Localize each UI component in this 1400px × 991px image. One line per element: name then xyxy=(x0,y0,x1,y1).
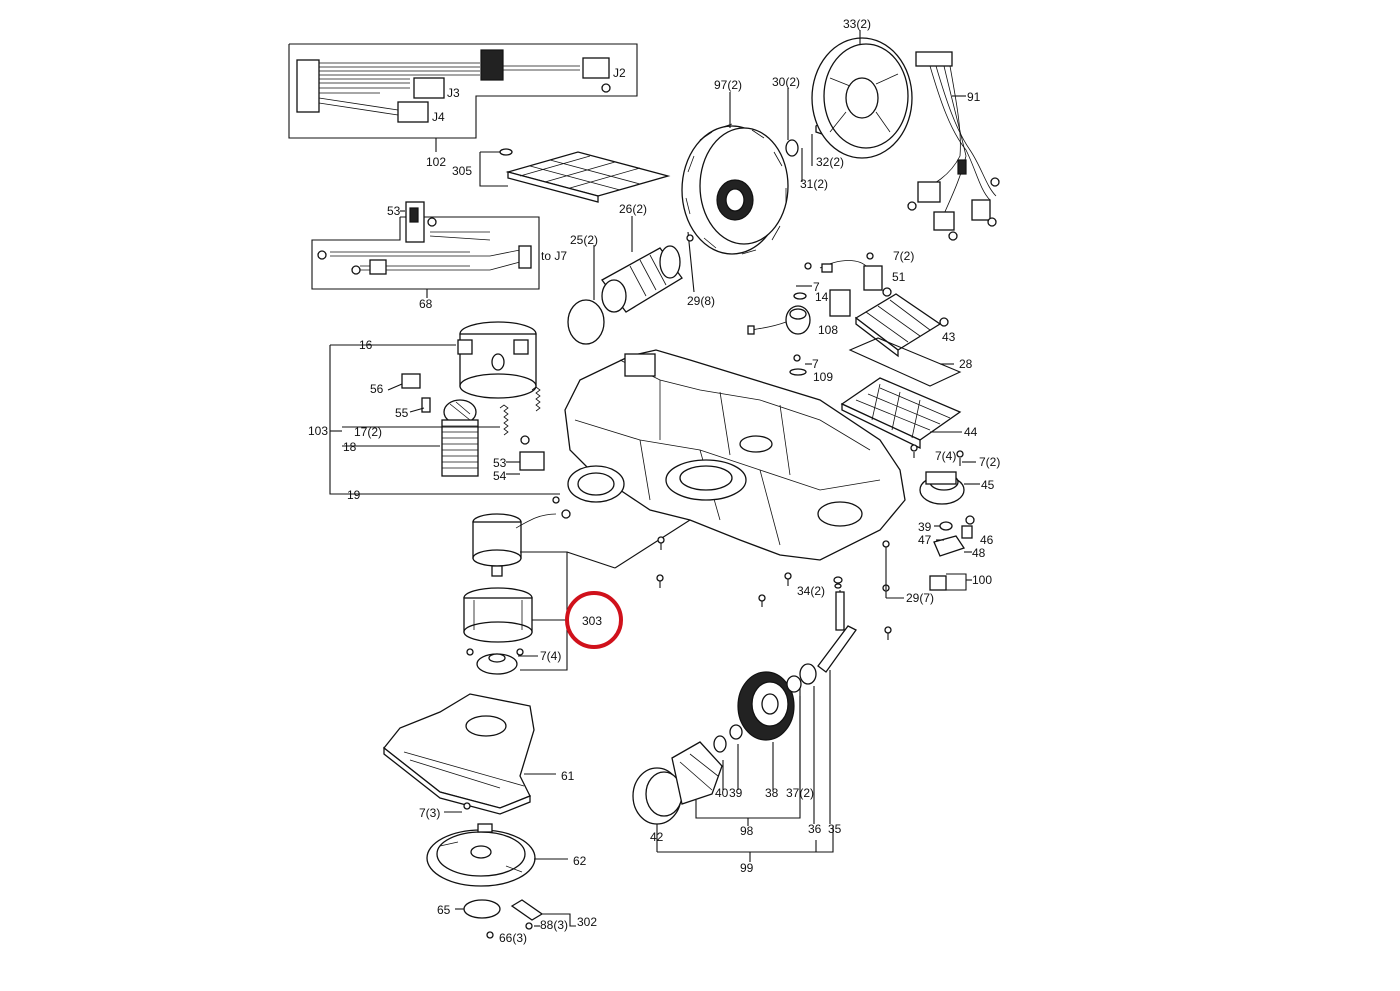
label-44: 44 xyxy=(964,425,978,439)
label-48: 48 xyxy=(972,546,986,560)
hub-cap-33 xyxy=(811,30,913,159)
label-7-d: 7(4) xyxy=(935,449,956,463)
label-53-top: 53 xyxy=(387,204,401,218)
height-motor-303 xyxy=(463,513,691,675)
label-108: 108 xyxy=(818,323,838,337)
label-7-c: 7 xyxy=(812,357,819,371)
label-J2: J2 xyxy=(613,66,626,80)
label-43: 43 xyxy=(942,330,956,344)
label-97: 97(2) xyxy=(714,78,742,92)
label-7-b: 7 xyxy=(813,280,820,294)
blade-guard-61 xyxy=(383,693,556,815)
label-102: 102 xyxy=(426,155,446,169)
label-33: 33(2) xyxy=(843,17,871,31)
label-98: 98 xyxy=(740,824,754,838)
gasket-28 xyxy=(848,337,962,387)
height-adjust-parts xyxy=(747,252,892,376)
label-35: 35 xyxy=(828,822,842,836)
screws xyxy=(656,536,904,640)
label-28: 28 xyxy=(959,357,973,371)
label-14: 14 xyxy=(815,290,829,304)
label-56: 56 xyxy=(370,382,384,396)
chassis xyxy=(564,349,906,561)
label-16: 16 xyxy=(359,338,373,352)
drive-motor-26 xyxy=(567,216,695,345)
label-39-front: 39 xyxy=(729,786,743,800)
label-45: 45 xyxy=(981,478,995,492)
label-39-right: 39 xyxy=(918,520,932,534)
label-42: 42 xyxy=(650,830,664,844)
callout-labels: 33(2) 97(2) 30(2) 32(2) 31(2) 91 102 305… xyxy=(308,17,1000,945)
label-37: 37(2) xyxy=(786,786,814,800)
label-51: 51 xyxy=(892,270,906,284)
label-103: 103 xyxy=(308,424,328,438)
label-26: 26(2) xyxy=(619,202,647,216)
label-7-a: 7(2) xyxy=(893,249,914,263)
label-305: 305 xyxy=(452,164,472,178)
label-34: 34(2) xyxy=(797,584,825,598)
label-66: 66(3) xyxy=(499,931,527,945)
highlight-303-circle xyxy=(565,591,623,649)
label-30: 30(2) xyxy=(772,75,800,89)
battery-cover-44 xyxy=(840,377,962,450)
label-62: 62 xyxy=(573,854,587,868)
label-99: 99 xyxy=(740,861,754,875)
label-7-f: 7(4) xyxy=(540,649,561,663)
blade-disc-62 xyxy=(426,823,576,939)
label-303: 303 xyxy=(582,614,602,628)
label-29-top: 29(8) xyxy=(687,294,715,308)
label-302: 302 xyxy=(577,915,597,929)
label-65: 65 xyxy=(437,903,451,917)
label-54: 54 xyxy=(493,469,507,483)
label-25: 25(2) xyxy=(570,233,598,247)
label-18: 18 xyxy=(343,440,357,454)
label-91: 91 xyxy=(967,90,981,104)
cutting-motor-103 xyxy=(329,321,571,519)
label-32: 32(2) xyxy=(816,155,844,169)
label-61: 61 xyxy=(561,769,575,783)
label-88: 88(3) xyxy=(540,918,568,932)
label-17: 17(2) xyxy=(354,425,382,439)
label-46: 46 xyxy=(980,533,994,547)
label-36: 36 xyxy=(808,822,822,836)
label-38: 38 xyxy=(765,786,779,800)
label-55: 55 xyxy=(395,406,409,420)
label-J3: J3 xyxy=(447,86,460,100)
battery-43 xyxy=(854,293,949,358)
label-7-g: 7(3) xyxy=(419,806,440,820)
label-40: 40 xyxy=(715,786,729,800)
label-to-J7: to J7 xyxy=(541,249,567,263)
wiring-harness-102 xyxy=(288,43,638,152)
label-19: 19 xyxy=(347,488,361,502)
label-68: 68 xyxy=(419,297,433,311)
harness-91 xyxy=(907,51,1000,241)
drive-wheel-97 xyxy=(681,88,827,255)
label-J4: J4 xyxy=(432,110,445,124)
front-wheel-99 xyxy=(632,576,857,862)
label-100: 100 xyxy=(972,573,992,587)
label-29-low: 29(7) xyxy=(906,591,934,605)
label-7-e: 7(2) xyxy=(979,455,1000,469)
height-sensor-parts xyxy=(910,444,980,591)
label-47: 47 xyxy=(918,533,932,547)
label-31: 31(2) xyxy=(800,177,828,191)
label-109: 109 xyxy=(813,370,833,384)
cover-305 xyxy=(479,148,671,203)
harness-68 xyxy=(311,201,540,298)
label-53-low: 53 xyxy=(493,456,507,470)
